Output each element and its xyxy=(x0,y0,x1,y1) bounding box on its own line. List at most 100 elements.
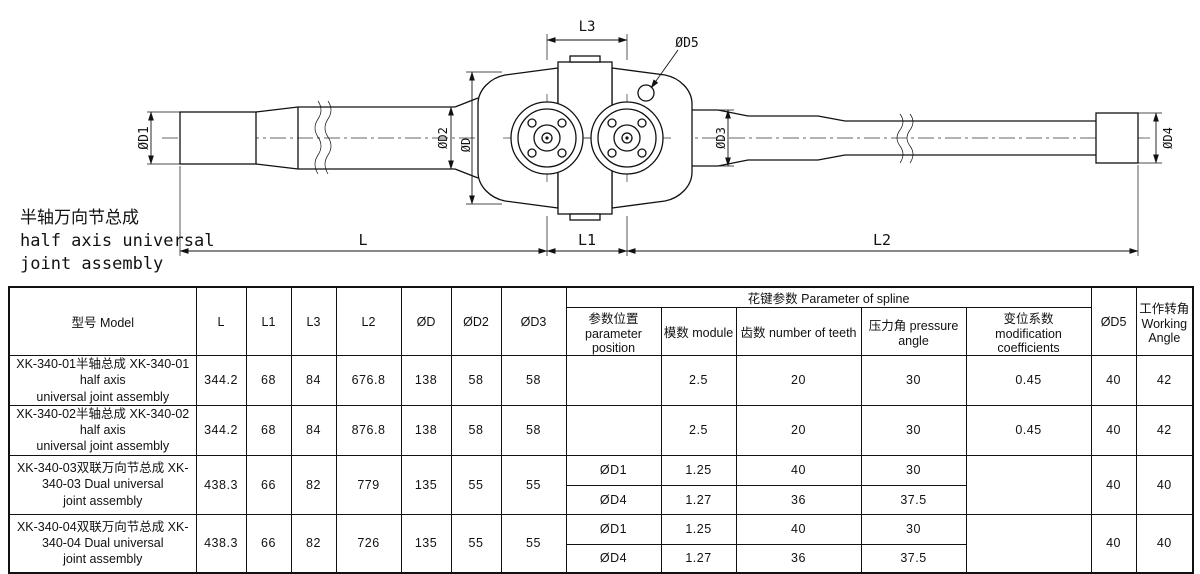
table-row: XK-340-04双联万向节总成 XK-340-04 Dual universa… xyxy=(8,513,1194,574)
col-header-L3: L3 xyxy=(290,286,337,356)
cell-module: 2.5 xyxy=(660,355,737,406)
title-english-line1: half axis universal xyxy=(20,231,214,251)
cell-pressure-angle: 30 xyxy=(860,355,967,406)
cell-L: 344.2 xyxy=(195,404,247,456)
cell-model: XK-340-02半轴总成 XK-340-02 half axis univer… xyxy=(8,404,197,456)
spec-table: 型号 Model L L1 L3 L2 ØD ØD2 ØD3 花键参数 Para… xyxy=(8,286,1195,574)
cell-mod-coeff xyxy=(965,513,1092,574)
cell-model: XK-340-04双联万向节总成 XK-340-04 Dual universa… xyxy=(8,513,197,574)
cell-D2: 55 xyxy=(450,454,502,515)
cell-pressure-angle: 30 xyxy=(860,404,967,456)
cell-module: 1.27 xyxy=(660,484,737,515)
cell-D5: 40 xyxy=(1090,513,1137,574)
cell-pressure-angle: 30 xyxy=(860,513,967,545)
cell-working-angle: 40 xyxy=(1135,454,1194,515)
model-line1: XK-340-02半轴总成 XK-340-02 half axis xyxy=(16,406,190,437)
cell-L2: 779 xyxy=(335,454,402,515)
cell-mod-coeff: 0.45 xyxy=(965,355,1092,406)
col-header-teeth: 齿数 number of teeth xyxy=(735,307,862,356)
cell-param-position: ØD4 xyxy=(565,484,662,515)
cell-L1: 68 xyxy=(245,355,292,406)
title-english-line2: joint assembly xyxy=(20,254,163,274)
dimension-l3: L3 xyxy=(546,19,628,60)
cell-param-position: ØD1 xyxy=(565,513,662,545)
col-header-D3: ØD3 xyxy=(500,286,567,356)
bearing-cup-circle xyxy=(637,84,655,102)
cell-param-position xyxy=(565,404,662,456)
cell-teeth: 40 xyxy=(735,513,862,545)
cell-L1: 68 xyxy=(245,404,292,456)
left-shaft xyxy=(179,97,479,179)
cell-D: 138 xyxy=(400,404,452,456)
cell-pressure-angle: 37.5 xyxy=(860,484,967,515)
cell-L2: 876.8 xyxy=(335,404,402,456)
col-header-spline-group: 花键参数 Parameter of spline xyxy=(565,286,1092,308)
cell-param-position: ØD1 xyxy=(565,454,662,486)
cell-L: 344.2 xyxy=(195,355,247,406)
dimension-d2: ØD2 xyxy=(436,106,455,170)
label-l2: L2 xyxy=(873,231,891,249)
col-header-L2: L2 xyxy=(335,286,402,356)
cell-pressure-angle: 37.5 xyxy=(860,543,967,574)
cell-module: 1.25 xyxy=(660,513,737,545)
dimension-d: ØD xyxy=(459,71,502,205)
cell-teeth: 20 xyxy=(735,404,862,456)
cell-working-angle: 40 xyxy=(1135,513,1194,574)
cell-L2: 676.8 xyxy=(335,355,402,406)
table-row: XK-340-01半轴总成 XK-340-01 half axis univer… xyxy=(8,355,1194,406)
cell-teeth: 20 xyxy=(735,355,862,406)
engineering-drawing: ØD1 ØD2 ØD ØD3 ØD4 xyxy=(0,0,1200,286)
cell-D5: 40 xyxy=(1090,355,1137,406)
cell-L2: 726 xyxy=(335,513,402,574)
cell-working-angle: 42 xyxy=(1135,355,1194,406)
model-line1: XK-340-01半轴总成 XK-340-01 half axis xyxy=(16,357,190,388)
model-line2: joint assembly xyxy=(63,552,143,567)
cell-L3: 84 xyxy=(290,355,337,406)
cell-D5: 40 xyxy=(1090,454,1137,515)
title-chinese: 半轴万向节总成 xyxy=(20,208,139,228)
drawing-title: 半轴万向节总成 half axis universal joint assemb… xyxy=(20,208,214,274)
cell-L1: 66 xyxy=(245,513,292,574)
col-header-pressure-angle: 压力角 pressure angle xyxy=(860,307,967,356)
cell-mod-coeff xyxy=(965,454,1092,515)
model-line1: XK-340-03双联万向节总成 XK-340-03 Dual universa… xyxy=(16,461,189,492)
col-header-module: 模数 module xyxy=(660,307,737,356)
cell-L: 438.3 xyxy=(195,513,247,574)
cell-param-position: ØD4 xyxy=(565,543,662,574)
label-d: ØD xyxy=(459,138,473,152)
label-d2: ØD2 xyxy=(436,127,450,149)
cell-D3: 58 xyxy=(500,355,567,406)
table-row: XK-340-03双联万向节总成 XK-340-03 Dual universa… xyxy=(8,454,1194,515)
table-row: XK-340-02半轴总成 XK-340-02 half axis univer… xyxy=(8,404,1194,456)
cell-L3: 82 xyxy=(290,513,337,574)
header-row-spline: 参数位置 parameter position 模数 module 齿数 num… xyxy=(9,307,1193,356)
cell-L3: 82 xyxy=(290,454,337,515)
dimension-l2: L2 xyxy=(626,165,1139,256)
cell-D3: 55 xyxy=(500,454,567,515)
cell-L: 438.3 xyxy=(195,454,247,515)
model-line2: joint assembly xyxy=(63,493,143,508)
cell-D: 135 xyxy=(400,454,452,515)
cell-mod-coeff: 0.45 xyxy=(965,404,1092,456)
dimension-d1: ØD1 xyxy=(137,111,180,165)
label-l: L xyxy=(358,231,367,249)
cell-model: XK-340-03双联万向节总成 XK-340-03 Dual universa… xyxy=(8,454,197,515)
label-d5: ØD5 xyxy=(675,36,698,51)
model-line2: universal joint assembly xyxy=(36,389,170,404)
col-header-L1: L1 xyxy=(245,286,292,356)
dimension-d3: ØD3 xyxy=(705,109,734,167)
col-header-param-position: 参数位置 parameter position xyxy=(565,307,662,356)
cell-module: 1.27 xyxy=(660,543,737,574)
cell-module: 1.25 xyxy=(660,454,737,486)
dimension-l1: L1 xyxy=(546,216,628,256)
label-d3: ØD3 xyxy=(714,127,728,149)
universal-joint-housing xyxy=(477,55,693,221)
dimension-d4: ØD4 xyxy=(1138,112,1175,164)
cell-D: 135 xyxy=(400,513,452,574)
cell-working-angle: 42 xyxy=(1135,404,1194,456)
col-header-mod-coeff: 变位系数 modification coefficients xyxy=(965,307,1092,356)
col-header-L: L xyxy=(195,286,247,356)
cell-model: XK-340-01半轴总成 XK-340-01 half axis univer… xyxy=(8,355,197,406)
universal-joint-drawing: ØD1 ØD2 ØD ØD3 ØD4 xyxy=(20,19,1175,274)
cell-param-position xyxy=(565,355,662,406)
